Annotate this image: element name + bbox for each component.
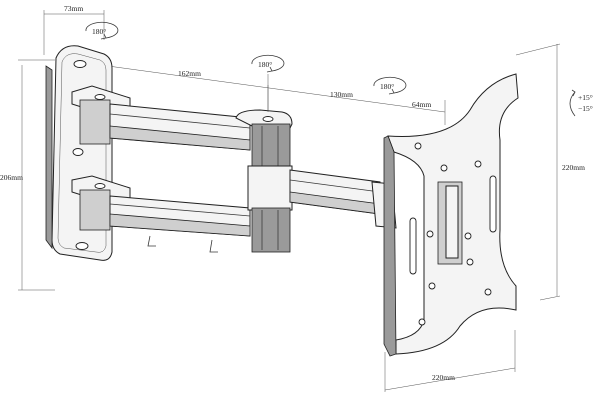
rotation-label-middle: 180°	[258, 60, 272, 69]
vesa-plate	[383, 73, 519, 357]
rotation-label-head: 180°	[380, 82, 394, 91]
extension-arm	[289, 169, 397, 229]
dimension-vesa-height: 220mm	[562, 163, 585, 172]
vesa-hole	[418, 318, 426, 326]
dimension-arm-3: 64mm	[412, 100, 431, 109]
dimension-lines	[18, 10, 561, 392]
dimension-vesa-width: 220mm	[432, 373, 455, 382]
dimension-arm-2: 130mm	[330, 90, 353, 99]
wall-screw-hole	[73, 60, 87, 68]
rotation-symbol-wall: 180°	[85, 21, 119, 40]
vesa-hole	[428, 282, 436, 290]
upper-arm	[109, 103, 251, 151]
tilt-up-label: +15°	[578, 93, 593, 102]
wall-screw-hole	[75, 242, 89, 250]
vesa-hole	[464, 232, 472, 240]
dimension-plate-height: 206mm	[0, 173, 23, 182]
rotation-symbol-head: 180°	[373, 76, 407, 95]
tilt-down-label: −15°	[578, 104, 593, 113]
dimension-arm-1: 162mm	[178, 69, 201, 78]
vesa-hole	[466, 258, 474, 266]
rotation-label-wall: 180°	[92, 27, 106, 36]
lower-arm	[109, 195, 251, 253]
tilt-symbol: +15° −15°	[569, 89, 593, 117]
rotation-symbol-middle: 180°	[251, 54, 285, 112]
vesa-hole	[414, 142, 422, 150]
mounting-slot	[409, 217, 417, 275]
vesa-hole	[484, 288, 492, 296]
middle-pivot	[235, 109, 293, 253]
vesa-hole	[440, 164, 448, 172]
vesa-hole	[426, 230, 434, 238]
mounting-slot	[489, 175, 497, 233]
wall-screw-hole	[72, 148, 84, 156]
vesa-hole	[474, 160, 482, 168]
dimension-plate-width: 73mm	[64, 4, 83, 13]
